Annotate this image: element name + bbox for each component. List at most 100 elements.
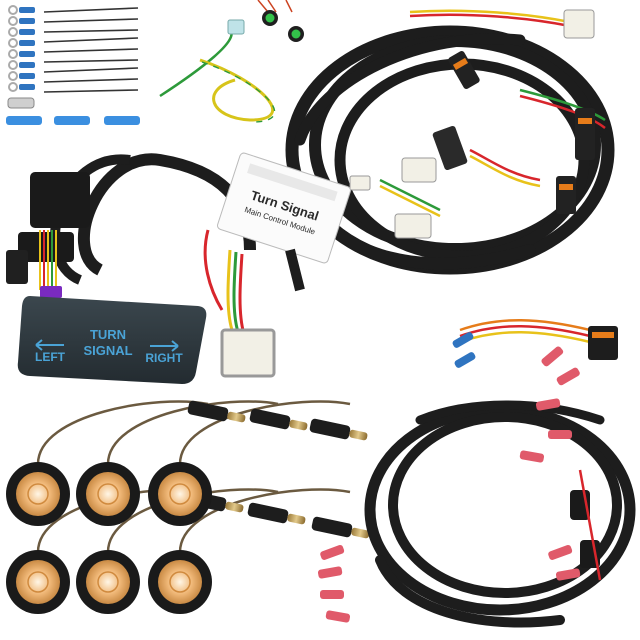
zip-tie	[43, 78, 139, 83]
control-module: Turn Signal Main Control Module	[217, 152, 351, 264]
connector-weatherpack-3	[432, 125, 468, 171]
connector-weatherpack-1	[448, 51, 480, 89]
connector-white-1	[401, 157, 437, 183]
lamp-lens	[86, 472, 130, 516]
ground-wire	[159, 19, 276, 123]
relay-harness	[6, 153, 256, 298]
ring-terminal	[8, 27, 18, 37]
ring-terminal-sleeve	[19, 62, 35, 68]
ring-terminal-sleeve	[19, 73, 35, 79]
lamp-led-ring	[169, 483, 191, 505]
red-terminal	[535, 398, 561, 411]
fuse-holders-rear	[570, 469, 602, 581]
bullet-plug-housing	[187, 400, 229, 422]
lamp-lens	[158, 472, 202, 516]
ring-terminal	[8, 82, 18, 92]
switch-label-turn: TURN	[90, 327, 126, 342]
connector-top-right	[563, 9, 595, 39]
lamp-led-ring	[27, 571, 49, 593]
connector-rear-main	[588, 326, 618, 360]
butt-connectors	[6, 116, 140, 125]
red-terminal	[325, 610, 351, 623]
ring-terminal-sleeve	[19, 40, 35, 46]
push-buttons	[257, 0, 304, 42]
zip-tie	[43, 7, 139, 13]
lamp-wire	[178, 488, 351, 553]
bullet-plug-pin	[227, 411, 246, 423]
blue-terminals	[452, 332, 476, 368]
rear-harness	[317, 319, 636, 628]
connector-module-plug	[220, 328, 276, 378]
zip-ties	[43, 7, 139, 93]
relay-block	[30, 172, 90, 228]
red-terminals	[317, 346, 581, 623]
lamp-wire	[178, 400, 351, 465]
red-terminal	[320, 590, 344, 599]
arrow-right-icon	[150, 340, 179, 352]
bullet-plug-housing	[309, 418, 351, 440]
lamp-led-ring	[27, 483, 49, 505]
red-terminal	[548, 430, 572, 439]
lamp-led-ring	[97, 571, 119, 593]
ring-terminal	[8, 49, 18, 59]
lamp-lens	[16, 472, 60, 516]
lamp-led-ring	[97, 483, 119, 505]
bullet-plug-pin	[349, 429, 368, 441]
bullet-plug-pin	[289, 419, 308, 431]
switch-label-right: RIGHT	[145, 351, 183, 365]
ring-terminal	[8, 71, 18, 81]
connector-white-3	[349, 175, 371, 191]
zip-tie	[43, 89, 139, 93]
ring-terminal	[8, 60, 18, 70]
lamp-led-ring	[169, 571, 191, 593]
switch-label-signal: SIGNAL	[83, 343, 132, 358]
zip-tie	[43, 67, 139, 73]
ring-terminal	[8, 38, 18, 48]
terminal-kit	[6, 5, 140, 125]
ring-terminal-sleeve	[19, 51, 35, 57]
zip-tie	[43, 29, 139, 33]
lamp-lens	[158, 560, 202, 604]
red-terminal	[556, 367, 580, 386]
bullet-plug-housing	[247, 502, 289, 524]
connector-white-2	[394, 213, 432, 239]
red-terminal	[519, 450, 545, 463]
led-lamp-plugs	[185, 400, 370, 539]
bullet-plug-pin	[287, 513, 306, 525]
bullet-plug-housing	[249, 408, 291, 430]
zip-tie	[43, 18, 139, 23]
ring-terminals	[8, 5, 35, 92]
ring-terminal-sleeve	[19, 29, 35, 35]
red-terminal	[548, 544, 573, 560]
lamp-wire	[106, 400, 279, 465]
ring-terminal	[8, 5, 18, 15]
zip-tie	[43, 59, 139, 63]
module-leads	[203, 229, 305, 378]
connector-weatherpack-4	[556, 176, 576, 214]
ring-terminal	[8, 16, 18, 26]
zip-tie	[43, 48, 139, 53]
red-terminal	[541, 346, 564, 367]
lamp-lens	[16, 560, 60, 604]
led-lamps	[6, 462, 212, 614]
connector-weatherpack-2	[575, 108, 595, 160]
red-terminal	[320, 544, 345, 560]
fuse-holder	[7, 97, 35, 109]
arrow-left-icon	[35, 339, 64, 351]
red-terminal	[317, 566, 343, 579]
red-terminal	[555, 568, 581, 581]
switch-label-left: LEFT	[35, 350, 66, 364]
main-harness-connectors	[349, 9, 595, 239]
ring-terminal-sleeve	[19, 84, 35, 90]
ring-terminal-sleeve	[19, 18, 35, 24]
bullet-plug-pin	[225, 501, 244, 513]
lamp-lens	[86, 560, 130, 604]
zip-tie	[43, 37, 139, 43]
ring-terminal-sleeve	[19, 7, 35, 13]
bullet-plug-housing	[311, 516, 353, 538]
lamp-wire	[36, 400, 209, 465]
bullet-plug-pin	[351, 527, 370, 539]
main-harness-wires	[379, 9, 606, 218]
rocker-switch: TURN SIGNAL LEFT RIGHT	[17, 296, 207, 384]
